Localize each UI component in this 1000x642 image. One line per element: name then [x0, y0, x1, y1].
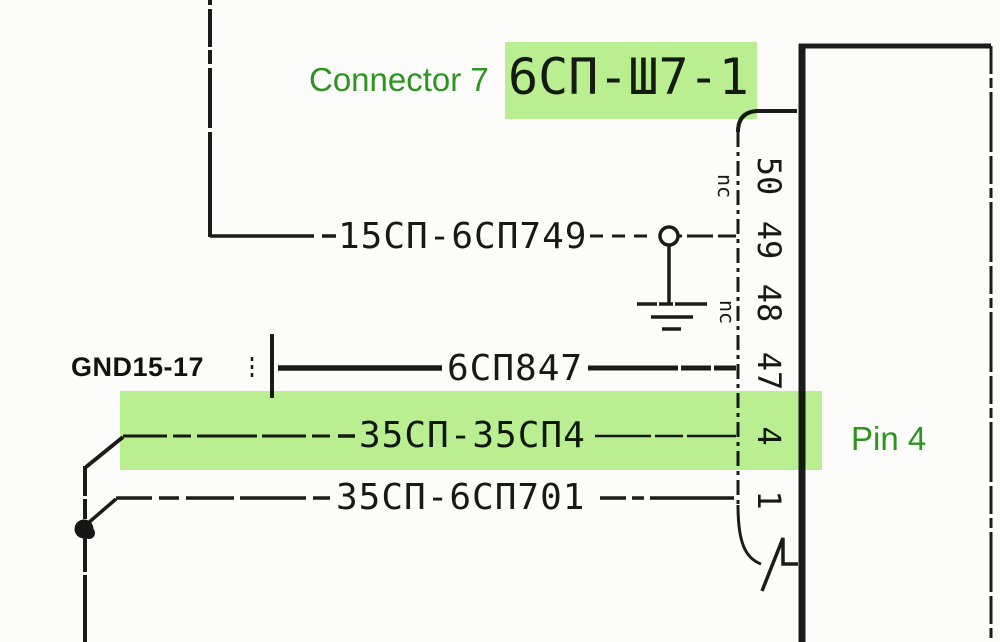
nc-tag-pin50: nc: [713, 173, 737, 199]
pin-number-49: 49: [750, 220, 788, 260]
pin-number-50: 50: [750, 156, 788, 196]
branch-diagonal-upper: [84, 435, 125, 469]
highlight-pin4-row: [120, 391, 822, 470]
pin-number-48: 48: [750, 283, 788, 323]
annotation-pin-callout: Pin 4: [851, 420, 927, 457]
nc-tag-pin48: nc: [715, 299, 739, 325]
branch-diagonal-lower: [85, 497, 118, 526]
pin-number-47: 47: [750, 351, 788, 391]
wire-label-15sp-6sp749: 15СП-6СП749: [338, 216, 588, 257]
connector-strip-bottom-curve: [736, 504, 762, 566]
wire-label-6sp847: 6СП847: [447, 348, 584, 389]
ground-label: GND15-17: [71, 352, 205, 382]
wire-label-35sp-6sp701: 35СП-6СП701: [336, 477, 586, 518]
pin-number-1: 1: [750, 490, 788, 510]
terminal-circle: [658, 225, 680, 247]
connector-break-zigzag: [760, 537, 798, 592]
annotation-connector-callout: Connector 7: [309, 61, 489, 98]
junction-dot-blob: [83, 527, 95, 539]
highlight-connector-designation: [505, 42, 757, 119]
